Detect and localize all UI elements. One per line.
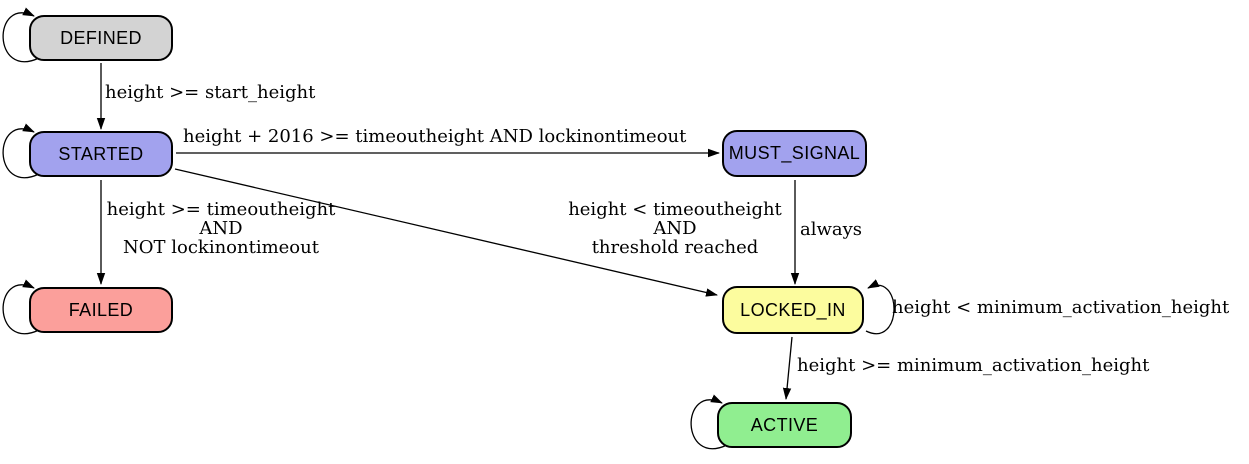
edge-label-started-to-must-signal: height + 2016 >= timeoutheight AND locki… <box>183 126 687 147</box>
self-loop-active <box>690 394 728 450</box>
edge-label-started-to-failed: height >= timeoutheight AND NOT lockinon… <box>98 200 344 257</box>
edge-label-defined-to-started: height >= start_height <box>105 82 316 103</box>
edge-label-line: height >= timeoutheight <box>106 199 336 220</box>
state-node-defined: DEFINED <box>29 15 173 61</box>
edge-label-must-signal-to-locked-in: always <box>800 219 863 240</box>
state-label-failed: FAILED <box>68 299 134 320</box>
state-label-active: ACTIVE <box>750 414 819 435</box>
state-label-locked-in: LOCKED_IN <box>740 299 846 320</box>
state-label-started: STARTED <box>58 143 144 164</box>
edge-label-started-to-locked-in: height < timeoutheight AND threshold rea… <box>555 200 795 257</box>
state-label-defined: DEFINED <box>60 27 142 48</box>
self-loop-started <box>2 123 40 179</box>
edge-started-to-locked-in <box>174 168 718 297</box>
edge-label-line: threshold reached <box>591 237 759 258</box>
state-node-active: ACTIVE <box>717 402 852 448</box>
edge-label-locked-in-self-loop: height < minimum_activation_height <box>892 297 1230 318</box>
self-loop-defined <box>2 7 40 63</box>
self-loop-locked-in <box>865 279 895 335</box>
state-label-must-signal: MUST_SIGNAL <box>728 143 861 163</box>
state-node-must-signal: MUST_SIGNAL <box>722 130 867 177</box>
edge-label-locked-in-to-active: height >= minimum_activation_height <box>797 355 1150 376</box>
edge-label-line: AND <box>653 218 697 239</box>
state-node-started: STARTED <box>29 131 173 177</box>
edge-locked-in-to-active <box>782 336 793 400</box>
state-node-failed: FAILED <box>29 287 173 333</box>
self-loop-failed <box>2 279 40 335</box>
edge-label-line: AND <box>199 218 243 239</box>
edge-label-line: NOT lockinontimeout <box>123 237 319 258</box>
edge-label-line: height < timeoutheight <box>568 199 782 220</box>
state-node-locked-in: LOCKED_IN <box>722 286 864 334</box>
